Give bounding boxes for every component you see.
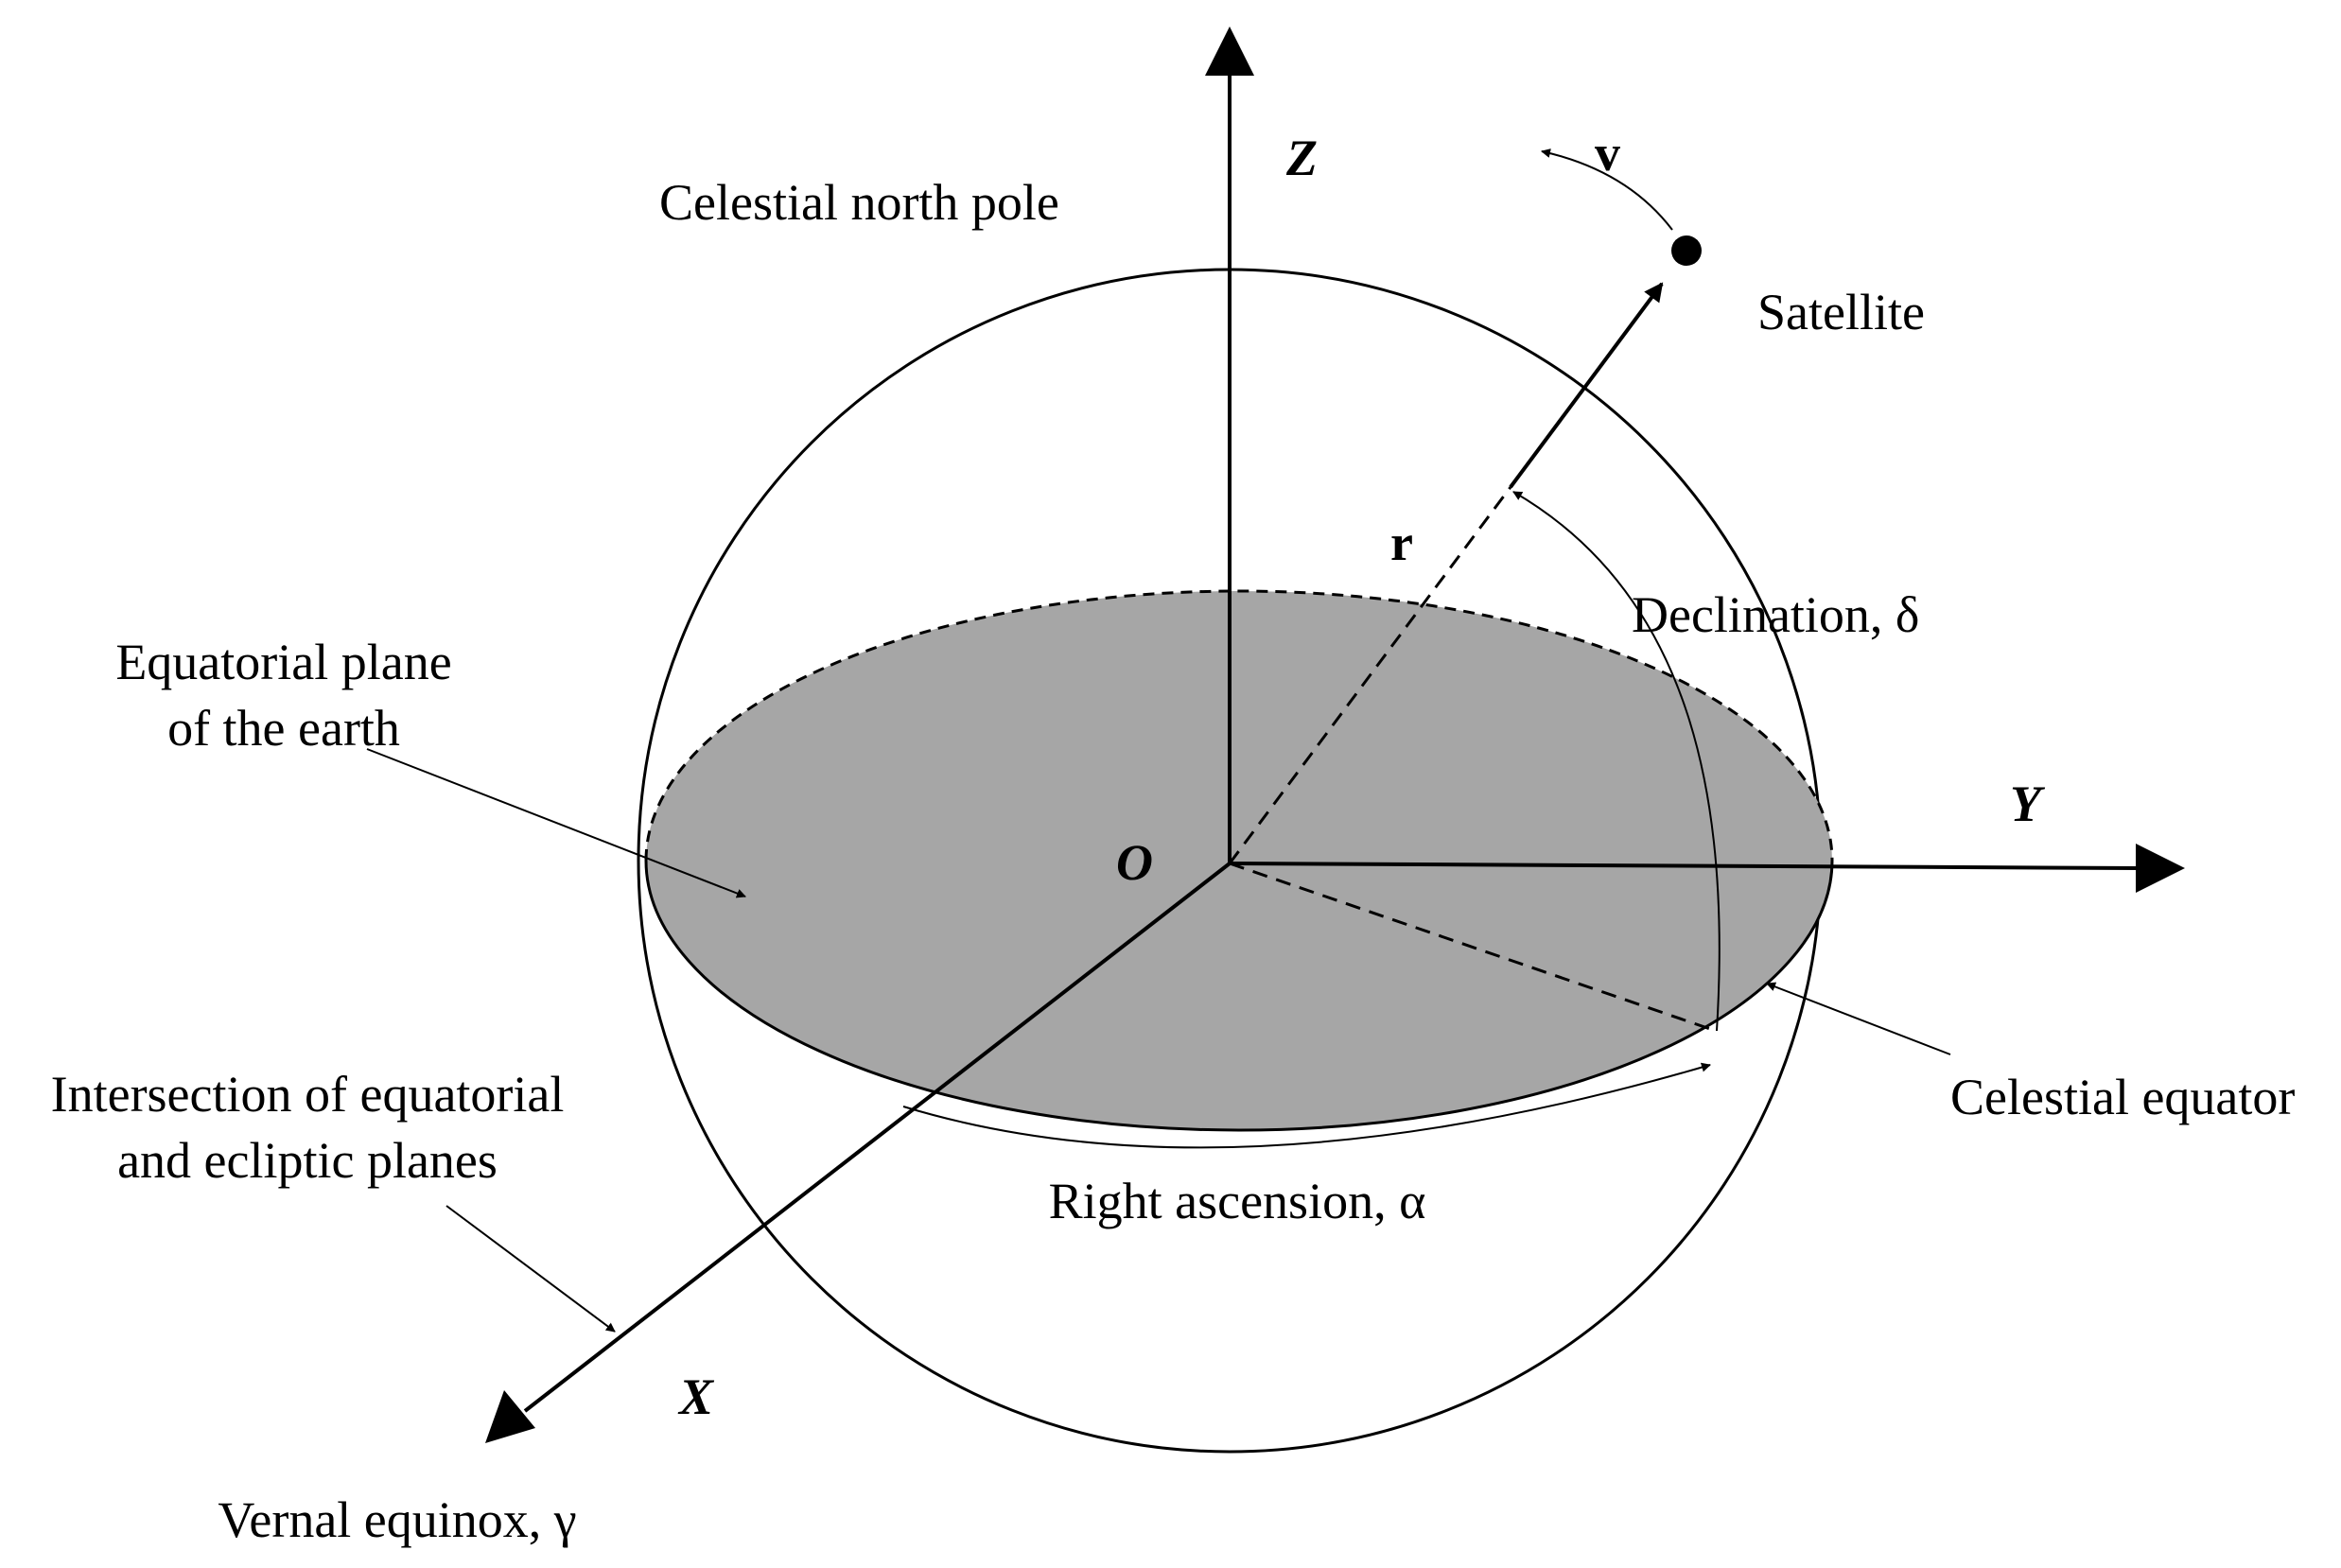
y-axis: [1229, 862, 2140, 870]
celestial-equator-leader: [1766, 982, 1951, 1055]
intersection-label-line1: Intersection of equatorial: [51, 1066, 565, 1123]
celestial-equator-label: Celestial equator: [1950, 1069, 2295, 1125]
declination-label: Declination, δ: [1632, 586, 1919, 643]
intersection-leader: [445, 1205, 616, 1333]
satellite-projection: [1229, 862, 1711, 1031]
satellite-dot: [1671, 235, 1702, 266]
intersection-label-line2: and ecliptic planes: [117, 1132, 498, 1189]
celestial-equator-back: [644, 589, 1834, 862]
z-axis-arrowhead: [1205, 26, 1254, 76]
origin-label: O: [1116, 834, 1153, 891]
celestial-north-pole-label: Celestial north pole: [659, 174, 1059, 231]
equatorial-plane-label-line2: of the earth: [167, 700, 400, 757]
x-axis-label: X: [677, 1368, 715, 1425]
y-axis-arrowhead: [2136, 844, 2185, 893]
x-axis: [523, 862, 1232, 1413]
x-axis-arrowhead: [485, 1390, 535, 1443]
radius-vector: [1509, 282, 1664, 489]
radius-vector-dashed: [1228, 486, 1512, 864]
y-axis-label: Y: [2010, 775, 2046, 832]
satellite-label: Satellite: [1757, 284, 1925, 340]
velocity-arc: [1541, 148, 1673, 231]
celestial-equator-front: [644, 860, 1834, 1132]
equatorial-plane: [646, 591, 1832, 1130]
declination-arc: [1512, 491, 1721, 1032]
velocity-label: v: [1595, 125, 1620, 182]
z-axis-label: Z: [1285, 130, 1318, 186]
right-ascension-arc: [902, 1062, 1711, 1149]
equatorial-plane-label-line1: Equatorial plane: [115, 634, 451, 690]
right-ascension-label: Right ascension, α: [1049, 1173, 1426, 1229]
equatorial-plane-leader: [366, 748, 746, 898]
radius-vector-label: r: [1390, 514, 1413, 571]
vernal-equinox-label: Vernal equinox, γ: [218, 1491, 576, 1548]
